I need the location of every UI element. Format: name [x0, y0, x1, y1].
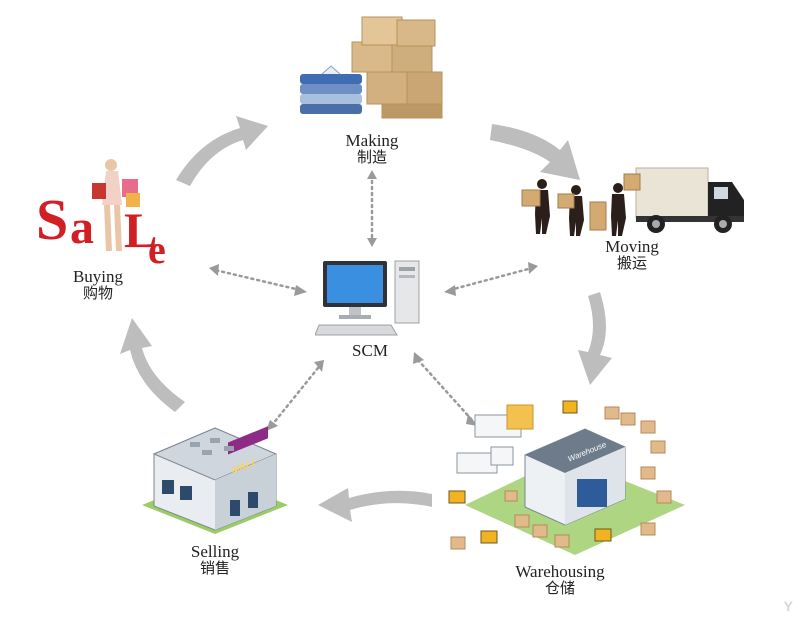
selling-illustration: MALL: [142, 426, 288, 534]
node-buying: Buying 购物: [58, 268, 138, 302]
moving-label-zh: 搬运: [616, 253, 647, 272]
buying-label-zh: 购物: [82, 283, 113, 302]
arrow-making-to-moving: [490, 124, 580, 180]
making-label-zh: 制造: [356, 147, 387, 166]
warehousing-label-zh: 仓储: [544, 578, 575, 597]
sale-glyph-l: L: [124, 202, 157, 258]
link-scm-selling: [270, 366, 320, 427]
sale-glyph-a: a: [70, 201, 94, 254]
link-scm-warehousing: [416, 358, 474, 422]
node-moving: Moving 搬运: [592, 238, 672, 272]
moving-illustration: [521, 167, 744, 236]
arrow-buying-to-making: [176, 116, 268, 186]
link-scm-buying: [213, 268, 302, 292]
link-scm-moving: [448, 266, 534, 292]
moving-label-en: Moving: [605, 237, 659, 256]
arrow-moving-to-warehousing: [578, 292, 612, 385]
watermark-logo: Y: [783, 598, 793, 614]
arrow-warehousing-to-selling: [318, 488, 432, 522]
arrow-selling-to-buying: [120, 318, 185, 412]
sale-glyph-s: S: [36, 187, 68, 252]
making-label-en: Making: [345, 131, 399, 150]
making-illustration: [300, 16, 443, 119]
selling-label-en: Selling: [190, 542, 240, 561]
scm-label: SCM: [352, 341, 388, 360]
warehousing-label-en: Warehousing: [515, 562, 605, 581]
selling-label-zh: 销售: [199, 558, 230, 577]
computer-icon: [315, 260, 420, 336]
node-warehousing: Warehousing 仓储: [505, 563, 615, 597]
warehousing-illustration: Warehouse: [448, 400, 685, 555]
sale-glyph-e: e: [148, 227, 166, 272]
node-making: Making 制造: [332, 132, 412, 166]
buying-label-en: Buying: [72, 267, 124, 286]
buying-illustration: S a L e: [36, 159, 166, 272]
node-scm: SCM: [330, 342, 410, 360]
node-selling: Selling 销售: [175, 543, 255, 577]
